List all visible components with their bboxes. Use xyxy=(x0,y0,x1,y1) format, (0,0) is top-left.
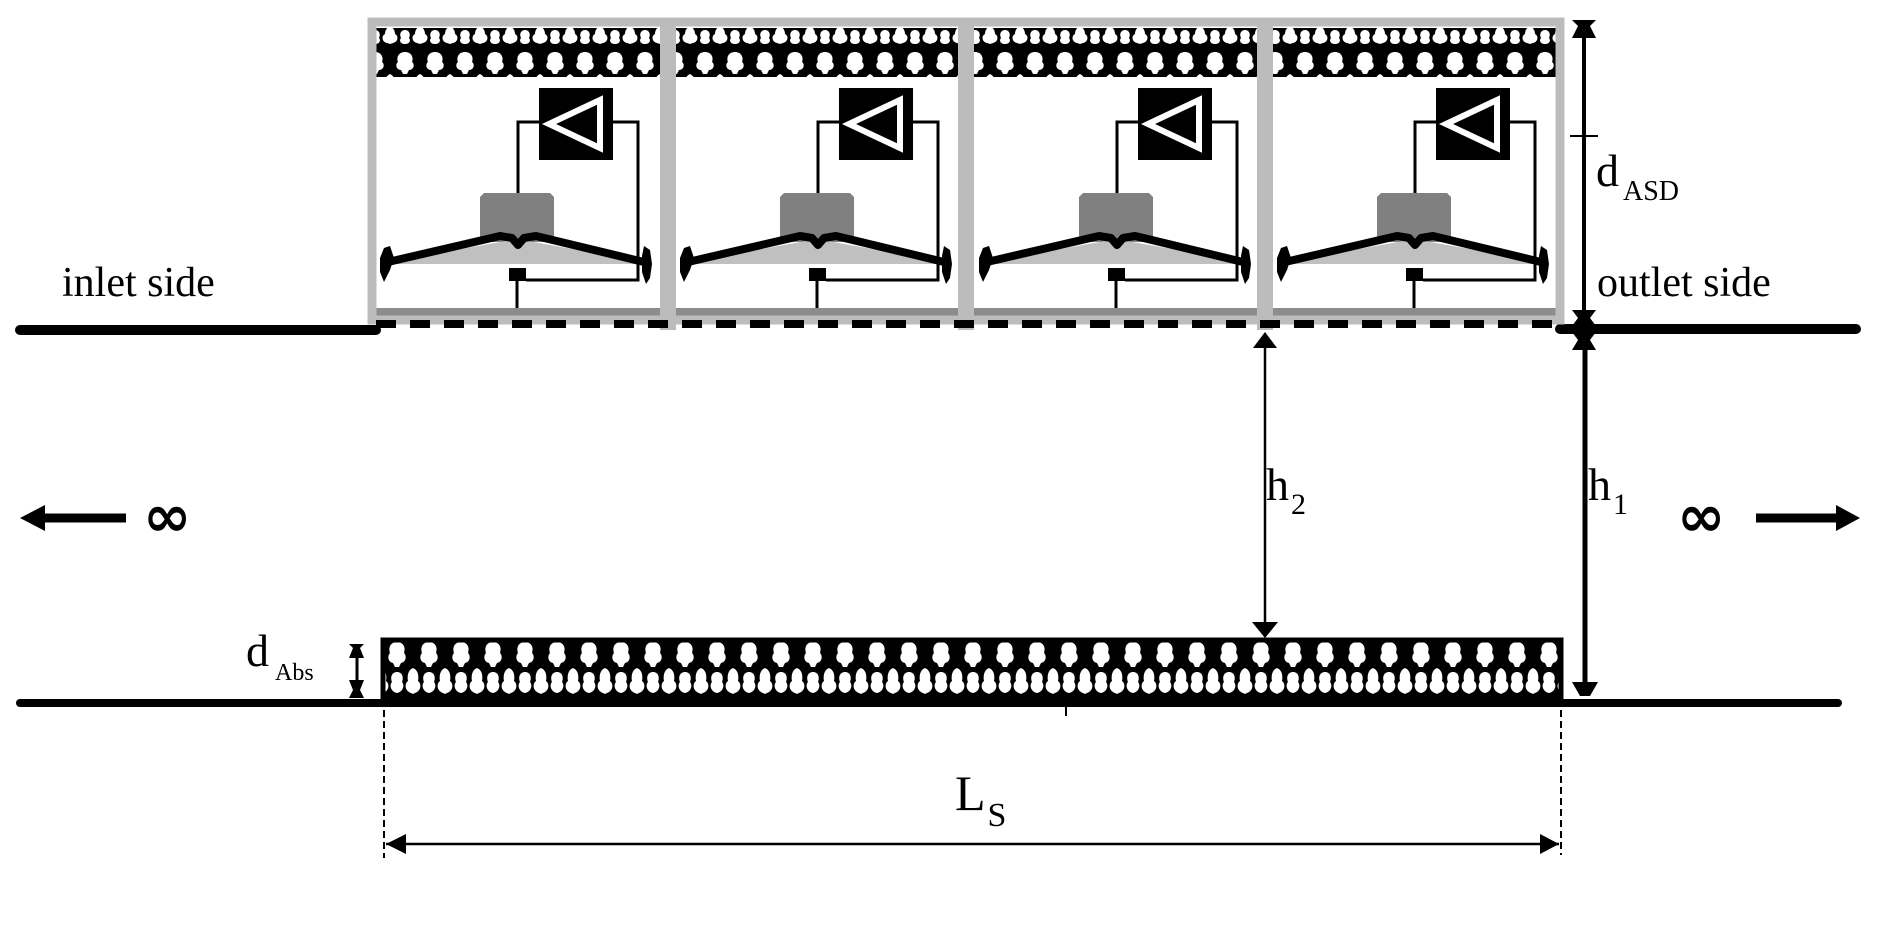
amp-to-speaker-wire xyxy=(516,120,539,193)
infinity-left-symbol: ∞ xyxy=(143,482,192,550)
loudspeaker-icon xyxy=(380,193,652,284)
asd-cell-2 xyxy=(680,88,952,308)
d-abs-sub: Abs xyxy=(275,660,314,686)
outlet-side-label: outlet side xyxy=(1597,260,1771,306)
amp-to-speaker-wire xyxy=(816,120,839,193)
cell-divider-3 xyxy=(1257,18,1273,330)
ls-sub: S xyxy=(987,797,1007,834)
amplifier-icon xyxy=(1436,88,1510,160)
asd-cell-4 xyxy=(1277,88,1549,308)
microphone-icon xyxy=(1406,268,1423,308)
h1-bottom-arrow xyxy=(1572,682,1598,696)
inlet-side-label: inlet side xyxy=(62,260,215,306)
d-abs-main: d xyxy=(246,625,269,676)
amp-to-mic-wire xyxy=(826,120,940,282)
microphone-icon xyxy=(509,268,526,308)
ls-right-arrow xyxy=(1540,834,1559,854)
h2-bottom-arrow xyxy=(1252,622,1278,638)
microphone-icon xyxy=(1108,268,1125,308)
asd-enclosure xyxy=(367,17,1565,330)
lower-absorber xyxy=(380,637,1564,703)
amp-to-mic-wire xyxy=(526,120,640,282)
loudspeaker-icon xyxy=(1277,193,1549,284)
amp-to-speaker-wire xyxy=(1413,120,1436,193)
propagation-arrows xyxy=(20,505,1860,531)
asd-cells xyxy=(380,88,1549,308)
amp-to-mic-wire xyxy=(1125,120,1239,282)
cell-divider-1 xyxy=(660,18,676,330)
d-asd-main: d xyxy=(1596,145,1619,196)
microphone-icon xyxy=(809,268,826,308)
d-asd-bottom-arrow xyxy=(1572,310,1596,326)
h2-sub: 2 xyxy=(1291,488,1306,521)
amp-to-speaker-wire xyxy=(1115,120,1138,193)
loudspeaker-icon xyxy=(680,193,952,284)
infinity-right-symbol: ∞ xyxy=(1677,482,1726,550)
d-asd-sub: ASD xyxy=(1623,176,1680,207)
loudspeaker-icon xyxy=(979,193,1251,284)
h1-main: h xyxy=(1588,459,1611,510)
cell-divider-2 xyxy=(958,18,974,330)
duct-walls xyxy=(15,324,1861,716)
h1-sub: 1 xyxy=(1613,488,1628,521)
amplifier-icon xyxy=(539,88,613,160)
ls-label: LS xyxy=(955,765,1006,833)
h2-label: h2 xyxy=(1266,459,1306,520)
asd-cell-3 xyxy=(979,88,1251,308)
h1-label: h1 xyxy=(1588,459,1628,520)
d-abs-bottom-arrow xyxy=(349,680,364,698)
amplifier-icon xyxy=(1138,88,1212,160)
d-asd-top-arrow xyxy=(1572,20,1596,38)
ls-main: L xyxy=(955,765,986,821)
amp-to-mic-wire xyxy=(1423,120,1537,282)
h2-main: h xyxy=(1266,459,1289,510)
asd-cell-1 xyxy=(380,88,652,308)
amplifier-icon xyxy=(839,88,913,160)
dimension-lines xyxy=(349,20,1598,858)
ls-left-arrow xyxy=(386,834,406,854)
